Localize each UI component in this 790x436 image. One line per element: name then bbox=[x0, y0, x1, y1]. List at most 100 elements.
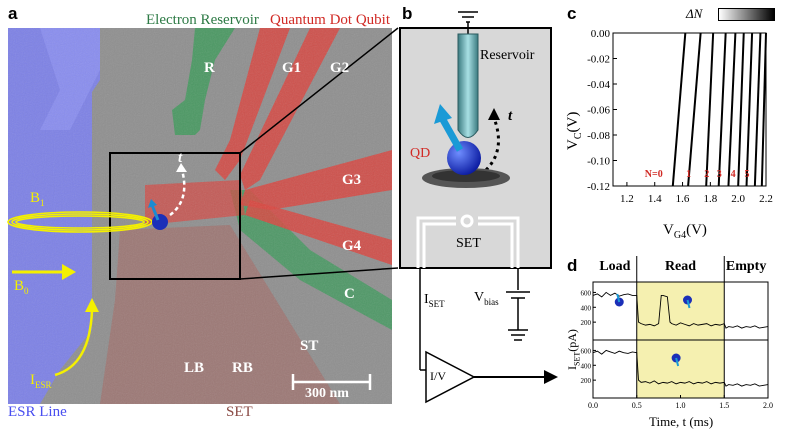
colorbar bbox=[718, 8, 775, 21]
qd-spin bbox=[152, 214, 168, 230]
gate-label-g4: G4 bbox=[342, 238, 362, 254]
d-ytick-label: 400 bbox=[581, 304, 592, 312]
amp-label: I/V bbox=[430, 369, 446, 383]
gate-label-st: ST bbox=[300, 338, 319, 354]
d-ytick-label: 600 bbox=[581, 347, 592, 355]
esr-line-label: ESR Line bbox=[8, 404, 67, 420]
d-phase-label: Empty bbox=[726, 259, 766, 274]
qubit-title: Quantum Dot Qubit bbox=[270, 12, 390, 28]
panel-label-b: b bbox=[402, 4, 413, 23]
d-ytick-label: 200 bbox=[581, 319, 592, 327]
c-occupancy-label: 5 bbox=[745, 169, 750, 180]
reservoir-tip bbox=[457, 33, 479, 138]
panel-c: c ΔN 1.2 1.4 1.6 1.8 2.0 2.2 0.00 -0.02 -0.04 -0.… bbox=[563, 0, 790, 250]
c-occupancy-label: 4 bbox=[731, 169, 736, 180]
c-xtick-label: 2.2 bbox=[759, 193, 773, 205]
c-transition-line bbox=[705, 32, 715, 187]
vbias-label: Vbias bbox=[474, 290, 499, 307]
c-transition-line bbox=[753, 32, 762, 187]
reservoir-label: Reservoir bbox=[480, 48, 535, 63]
qd-label: QD bbox=[410, 146, 431, 161]
d-spin-up-icon-arrow bbox=[616, 293, 621, 303]
tunnel-t-label: t bbox=[178, 150, 183, 166]
panel-b: b Reservoir QD t SET ISET Vbias I/V bbox=[398, 0, 563, 436]
panel-label-d: d bbox=[567, 256, 578, 275]
set-label: SET bbox=[226, 404, 253, 420]
d-xtick-label: 1.5 bbox=[719, 401, 729, 410]
c-ytick-label: -0.04 bbox=[587, 79, 610, 91]
d-phase-label: Load bbox=[599, 259, 630, 274]
panel-a: a Electron Reservoir Quantum Dot Qubit R… bbox=[7, 4, 399, 420]
gate-label-g1: G1 bbox=[282, 60, 302, 76]
b0-label: B0 bbox=[14, 278, 29, 296]
scale-bar bbox=[291, 374, 372, 390]
colorbar-label: ΔN bbox=[686, 6, 703, 21]
c-ytick-label: -0.02 bbox=[587, 54, 610, 66]
d-phase-label: Read bbox=[665, 259, 696, 274]
gate-label-c: C bbox=[344, 286, 355, 302]
iesr-label: IESR bbox=[30, 372, 52, 390]
gate-label-r: R bbox=[204, 60, 215, 76]
d-spin-down-icon-arrow bbox=[675, 357, 680, 367]
set-label-b: SET bbox=[456, 236, 481, 251]
b1-label: B1 bbox=[30, 190, 45, 208]
c-xtick-label: 1.8 bbox=[703, 193, 717, 205]
d-xlabel: Time, t (ms) bbox=[649, 414, 714, 429]
tunnel-arrow bbox=[169, 169, 186, 216]
c-transition-line bbox=[745, 32, 754, 187]
c-ylabel: VC(V) bbox=[565, 111, 584, 150]
device-schematic bbox=[399, 11, 558, 404]
gate-label-g3: G3 bbox=[342, 172, 362, 188]
panel-d: d Load Read Empty 200 400 600 200 400 600 0.0 0.5 1… bbox=[563, 252, 790, 436]
c-occupancy-label: 2 bbox=[704, 169, 709, 180]
c-transition-line bbox=[737, 32, 745, 187]
iesr-arrow bbox=[54, 309, 94, 377]
c-xtick-label: 1.6 bbox=[676, 193, 690, 205]
d-xtick-label: 0.5 bbox=[632, 401, 642, 410]
d-ytick-label: 600 bbox=[581, 289, 592, 297]
c-ytick-label: -0.08 bbox=[587, 130, 610, 142]
c-ytick-label: -0.06 bbox=[587, 105, 610, 117]
charge-stability-chart: 1.2 1.4 1.6 1.8 2.0 2.2 0.00 -0.02 -0.04 -0.06 -0.… bbox=[587, 28, 773, 205]
t-label-b: t bbox=[508, 108, 513, 124]
c-ytick-label: -0.12 bbox=[587, 181, 610, 193]
c-ytick-label: 0.00 bbox=[591, 28, 611, 40]
iset-label: ISET bbox=[424, 292, 445, 309]
gate-label-g2: G2 bbox=[330, 60, 350, 76]
d-xtick-label: 0.0 bbox=[588, 401, 598, 410]
c-transition-line bbox=[717, 32, 727, 187]
iv-amplifier bbox=[425, 350, 476, 404]
panel-label-a: a bbox=[8, 4, 18, 23]
reservoir-title: Electron Reservoir bbox=[146, 12, 259, 28]
d-ytick-label: 200 bbox=[581, 377, 592, 385]
c-xtick-label: 1.4 bbox=[648, 193, 662, 205]
d-xtick-label: 1.0 bbox=[676, 401, 686, 410]
d-ytick-label: 400 bbox=[581, 362, 592, 370]
gate-label-lb: LB bbox=[184, 360, 205, 376]
gate-label-rb: RB bbox=[232, 360, 253, 376]
panel-label-c: c bbox=[567, 4, 577, 23]
c-transition-line bbox=[687, 32, 702, 187]
c-transition-line bbox=[760, 32, 767, 187]
set-structure bbox=[416, 214, 520, 268]
readout-chart: Load Read Empty 200 400 600 200 400 600 0.0 0.5 1.0… bbox=[581, 256, 773, 410]
c-occupancy-label: 3 bbox=[717, 169, 722, 180]
circuit bbox=[419, 268, 544, 404]
qd-sphere bbox=[447, 141, 481, 175]
d-trace-line bbox=[592, 291, 769, 329]
c-xlabel: VG4(V) bbox=[663, 222, 707, 241]
scale-bar-label: 300 nm bbox=[305, 386, 349, 401]
c-transition-line bbox=[671, 32, 687, 187]
c-occupancy-label: 1 bbox=[686, 169, 691, 180]
c-transition-line bbox=[727, 32, 737, 187]
tunnel-arrow-b bbox=[484, 117, 500, 172]
d-xtick-label: 2.0 bbox=[763, 401, 773, 410]
d-trace-line bbox=[592, 349, 769, 387]
c-xtick-label: 1.2 bbox=[620, 193, 634, 205]
d-spin-down-icon-arrow bbox=[686, 299, 691, 309]
sem-image bbox=[7, 27, 399, 404]
c-occupancy-label: N=0 bbox=[645, 169, 663, 180]
c-xtick-label: 2.0 bbox=[731, 193, 745, 205]
d-ylabel: ISET(pA) bbox=[565, 329, 582, 370]
c-ytick-label: -0.10 bbox=[587, 156, 610, 168]
